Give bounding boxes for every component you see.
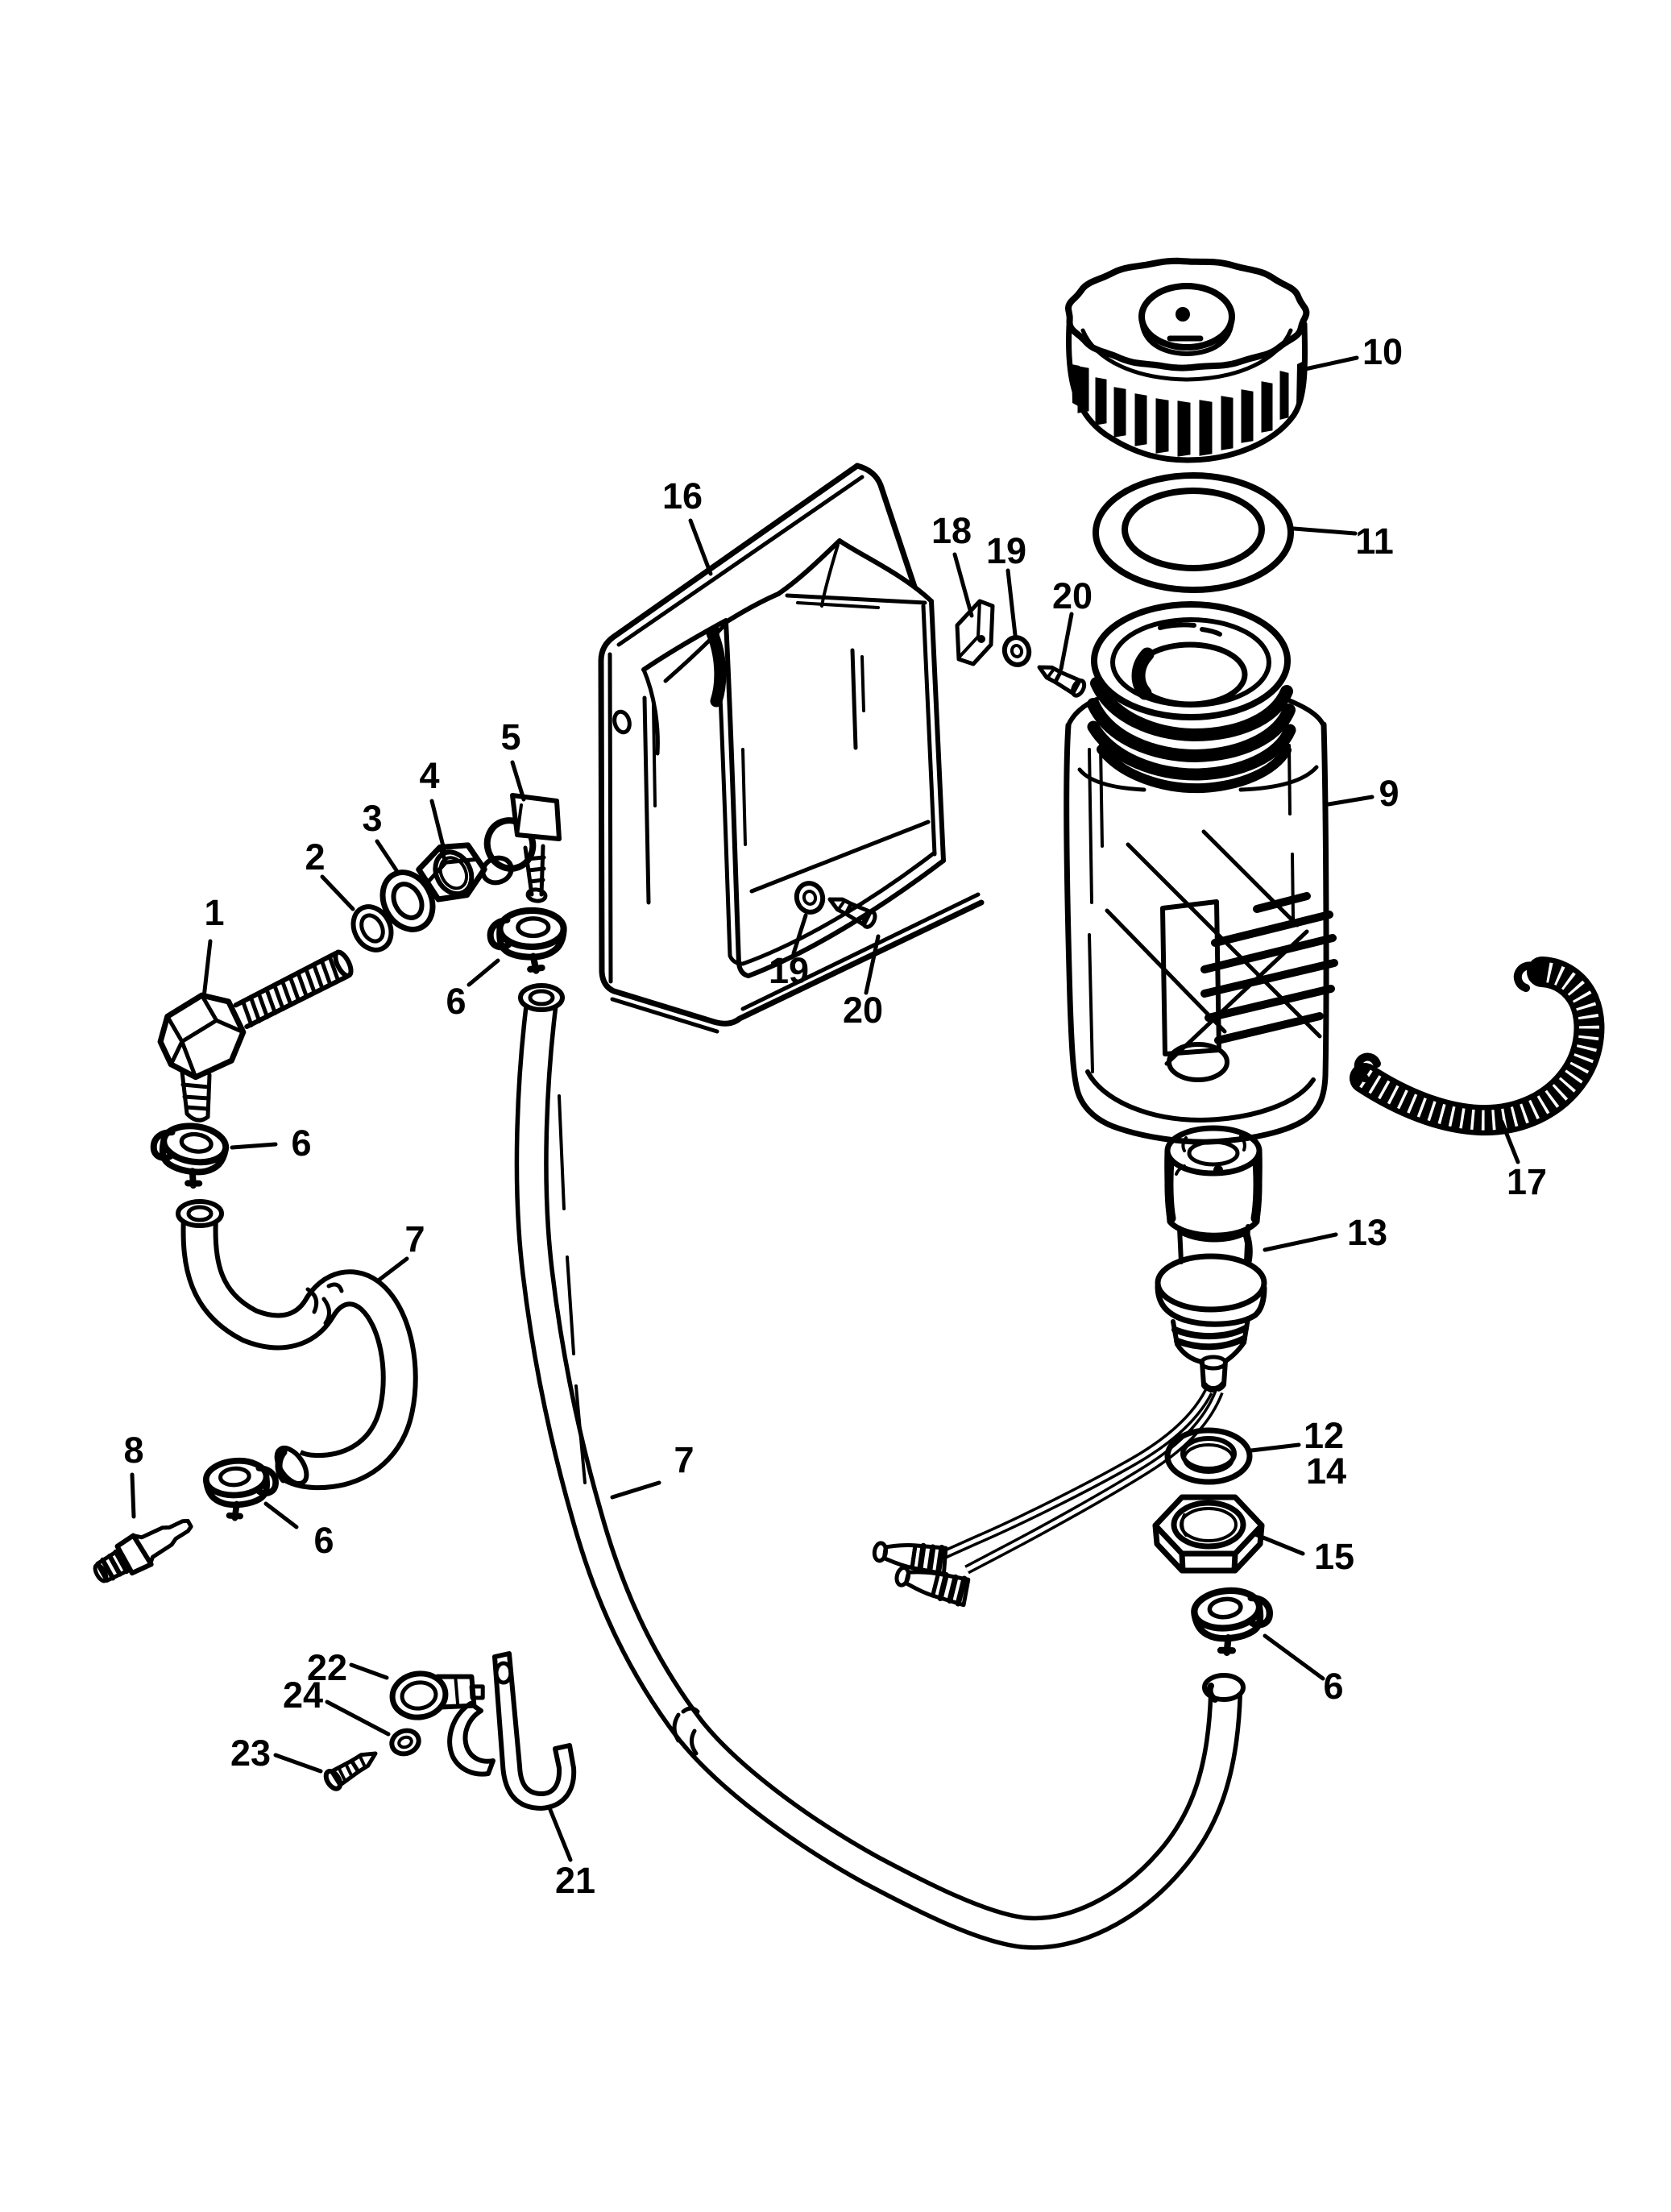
- svg-text:6: 6: [446, 981, 466, 1022]
- svg-text:6: 6: [313, 1520, 334, 1561]
- svg-text:7: 7: [674, 1439, 694, 1480]
- svg-text:1: 1: [204, 892, 224, 933]
- svg-text:7: 7: [404, 1218, 425, 1260]
- svg-text:12: 12: [1304, 1415, 1344, 1456]
- svg-text:15: 15: [1314, 1536, 1354, 1577]
- svg-text:10: 10: [1362, 331, 1403, 372]
- svg-text:6: 6: [291, 1123, 311, 1164]
- svg-text:17: 17: [1507, 1161, 1547, 1202]
- svg-text:2: 2: [305, 836, 325, 878]
- svg-text:23: 23: [230, 1733, 271, 1774]
- svg-text:6: 6: [1323, 1666, 1343, 1707]
- svg-text:13: 13: [1347, 1212, 1387, 1253]
- svg-text:19: 19: [986, 530, 1026, 571]
- svg-text:14: 14: [1306, 1450, 1346, 1492]
- svg-text:18: 18: [931, 510, 972, 551]
- svg-text:19: 19: [769, 950, 809, 991]
- svg-text:5: 5: [500, 716, 520, 757]
- svg-text:3: 3: [362, 798, 382, 839]
- svg-text:20: 20: [843, 990, 883, 1031]
- svg-text:4: 4: [419, 755, 439, 796]
- svg-text:11: 11: [1355, 521, 1394, 562]
- svg-text:16: 16: [662, 475, 703, 517]
- svg-text:22: 22: [307, 1647, 347, 1688]
- svg-text:21: 21: [555, 1860, 595, 1901]
- svg-text:20: 20: [1052, 575, 1093, 616]
- svg-text:9: 9: [1379, 773, 1399, 814]
- svg-text:24: 24: [283, 1675, 323, 1716]
- svg-text:8: 8: [123, 1430, 143, 1471]
